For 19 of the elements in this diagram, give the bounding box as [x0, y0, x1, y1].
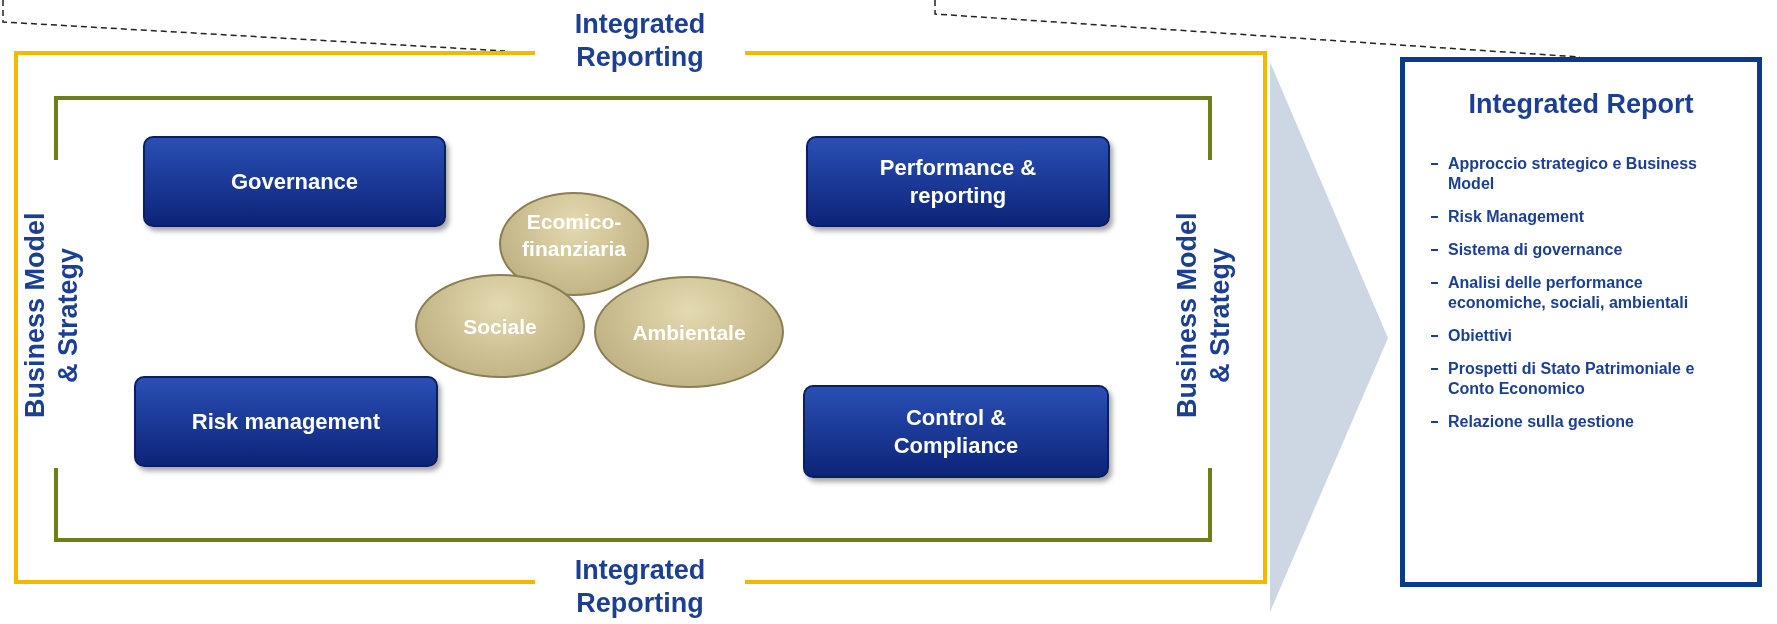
dashed-line: [2, 0, 506, 52]
list-item: Obiettivi: [1448, 326, 1512, 346]
process-box: Performance & reporting: [806, 136, 1110, 227]
ellipse-node: Ambientale: [594, 276, 784, 388]
ellipse-node: Ecomico- finanziaria: [499, 192, 649, 296]
list-item: Sistema di governance: [1448, 240, 1623, 260]
list-item: Analisi delle performance economiche, sociali, ambientali: [1448, 273, 1690, 313]
chevron-arrow: [1270, 62, 1388, 612]
list-item: Risk Management: [1448, 207, 1585, 227]
process-box: Governance: [143, 136, 446, 227]
ellipse-node: Sociale: [415, 274, 585, 378]
process-box: Risk management: [134, 376, 438, 467]
side-label: Business Model & Strategy: [1171, 211, 1236, 420]
list-item: Relazione sulla gestione: [1448, 412, 1634, 432]
list-item: Prospetti di Stato Patrimoniale e Conto Economico: [1448, 359, 1696, 399]
side-label: Business Model & Strategy: [19, 211, 84, 420]
process-box: Control & Compliance: [803, 385, 1109, 478]
report-panel: [1400, 57, 1762, 587]
list-item: Approccio strategico e Business Model: [1448, 154, 1698, 194]
